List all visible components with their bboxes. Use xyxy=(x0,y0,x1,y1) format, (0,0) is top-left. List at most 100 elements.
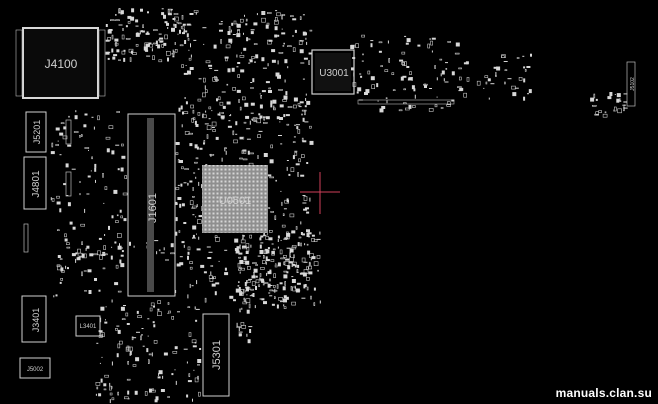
smd-pad xyxy=(51,142,54,148)
smd-pad xyxy=(103,383,107,387)
smd-pad xyxy=(194,306,196,310)
smd-pad xyxy=(217,113,221,116)
smd-pad xyxy=(283,114,286,118)
smd-pad xyxy=(277,60,279,65)
smd-pad xyxy=(96,342,99,344)
smd-pad xyxy=(232,34,236,35)
smd-pad xyxy=(247,266,251,270)
component-j4100[interactable]: J4100 xyxy=(15,27,106,99)
smd-pad xyxy=(291,301,296,306)
smd-pad xyxy=(286,198,289,203)
smd-pad xyxy=(283,274,288,279)
smd-pad xyxy=(298,106,302,108)
smd-pad xyxy=(285,258,290,261)
smd-pad xyxy=(241,267,245,271)
smd-pad xyxy=(128,346,133,352)
smd-pad xyxy=(57,255,61,258)
smd-pad xyxy=(196,280,198,285)
smd-pad xyxy=(120,167,124,172)
smd-pad xyxy=(236,248,239,253)
smd-pad xyxy=(157,300,161,304)
smd-pad xyxy=(255,279,260,284)
smd-pad xyxy=(177,22,182,25)
smd-pad xyxy=(186,361,188,364)
smd-pad xyxy=(64,238,68,242)
label-j5002: J5002 xyxy=(27,367,44,373)
connector-small xyxy=(23,223,29,253)
smd-pad xyxy=(108,125,114,129)
smd-pad xyxy=(290,167,295,172)
smd-pad xyxy=(381,106,386,109)
smd-pad xyxy=(179,160,183,163)
smd-pad xyxy=(445,68,448,70)
smd-pad xyxy=(304,284,307,287)
smd-pad xyxy=(172,55,175,58)
smd-pad xyxy=(183,72,188,75)
smd-pad xyxy=(233,20,237,25)
component-j4801[interactable]: J4801 xyxy=(23,156,47,210)
smd-pad xyxy=(190,24,192,26)
smd-pad xyxy=(107,36,111,41)
component-j5301[interactable]: J5301 xyxy=(202,313,230,397)
smd-pad xyxy=(276,12,281,17)
smd-pad xyxy=(292,18,297,21)
smd-pad xyxy=(280,301,284,303)
smd-pad xyxy=(242,96,246,101)
smd-pad xyxy=(413,88,416,92)
smd-pad xyxy=(236,246,240,249)
smd-pad xyxy=(150,302,155,307)
smd-pad xyxy=(203,43,205,45)
smd-pad xyxy=(295,163,300,166)
smd-pad xyxy=(239,157,243,160)
component-j5201[interactable]: J5201 xyxy=(25,111,47,153)
smd-pad xyxy=(239,244,241,250)
smd-pad xyxy=(249,120,251,125)
smd-pad xyxy=(221,112,224,114)
component-u0501[interactable]: U0501 xyxy=(202,165,268,233)
smd-pad xyxy=(149,43,153,48)
smd-pad xyxy=(262,11,265,14)
smd-pad xyxy=(186,394,189,398)
component-j5002[interactable]: J5002 xyxy=(19,357,51,379)
smd-pad xyxy=(175,290,177,293)
component-j1601[interactable]: J1601 xyxy=(127,113,176,297)
smd-pad xyxy=(604,111,607,114)
smd-pad xyxy=(140,8,143,12)
smd-pad xyxy=(152,321,155,324)
smd-pad xyxy=(244,299,246,303)
smd-pad xyxy=(116,325,120,327)
smd-pad xyxy=(230,29,232,33)
smd-pad xyxy=(183,348,188,350)
smd-pad xyxy=(171,27,175,32)
smd-pad xyxy=(378,50,382,53)
smd-pad xyxy=(102,173,104,178)
smd-pad xyxy=(283,306,287,310)
smd-pad xyxy=(208,118,211,120)
smd-pad xyxy=(268,87,272,90)
smd-pad xyxy=(192,214,195,216)
smd-pad xyxy=(446,104,452,107)
smd-pad xyxy=(79,135,81,138)
smd-pad xyxy=(265,261,267,265)
smd-pad xyxy=(237,284,240,287)
smd-pad xyxy=(127,15,132,19)
smd-pad xyxy=(251,281,256,286)
smd-pad xyxy=(305,93,307,96)
component-j3401[interactable]: J3401 xyxy=(21,295,47,343)
smd-pad xyxy=(319,300,321,304)
component-j5102[interactable]: J5102 xyxy=(626,61,636,107)
smd-pad xyxy=(399,59,404,62)
smd-pad xyxy=(154,240,159,242)
smd-pad xyxy=(306,229,310,233)
smd-pad xyxy=(51,198,55,202)
smd-pad xyxy=(239,260,244,264)
component-u3001[interactable]: U3001 xyxy=(311,49,355,95)
smd-pad xyxy=(265,236,270,240)
smd-pad xyxy=(64,233,67,238)
component-l3401[interactable]: L3401 xyxy=(75,315,101,337)
smd-pad xyxy=(103,388,107,391)
smd-pad xyxy=(84,208,86,213)
smd-pad xyxy=(119,259,122,264)
smd-pad xyxy=(50,151,55,155)
